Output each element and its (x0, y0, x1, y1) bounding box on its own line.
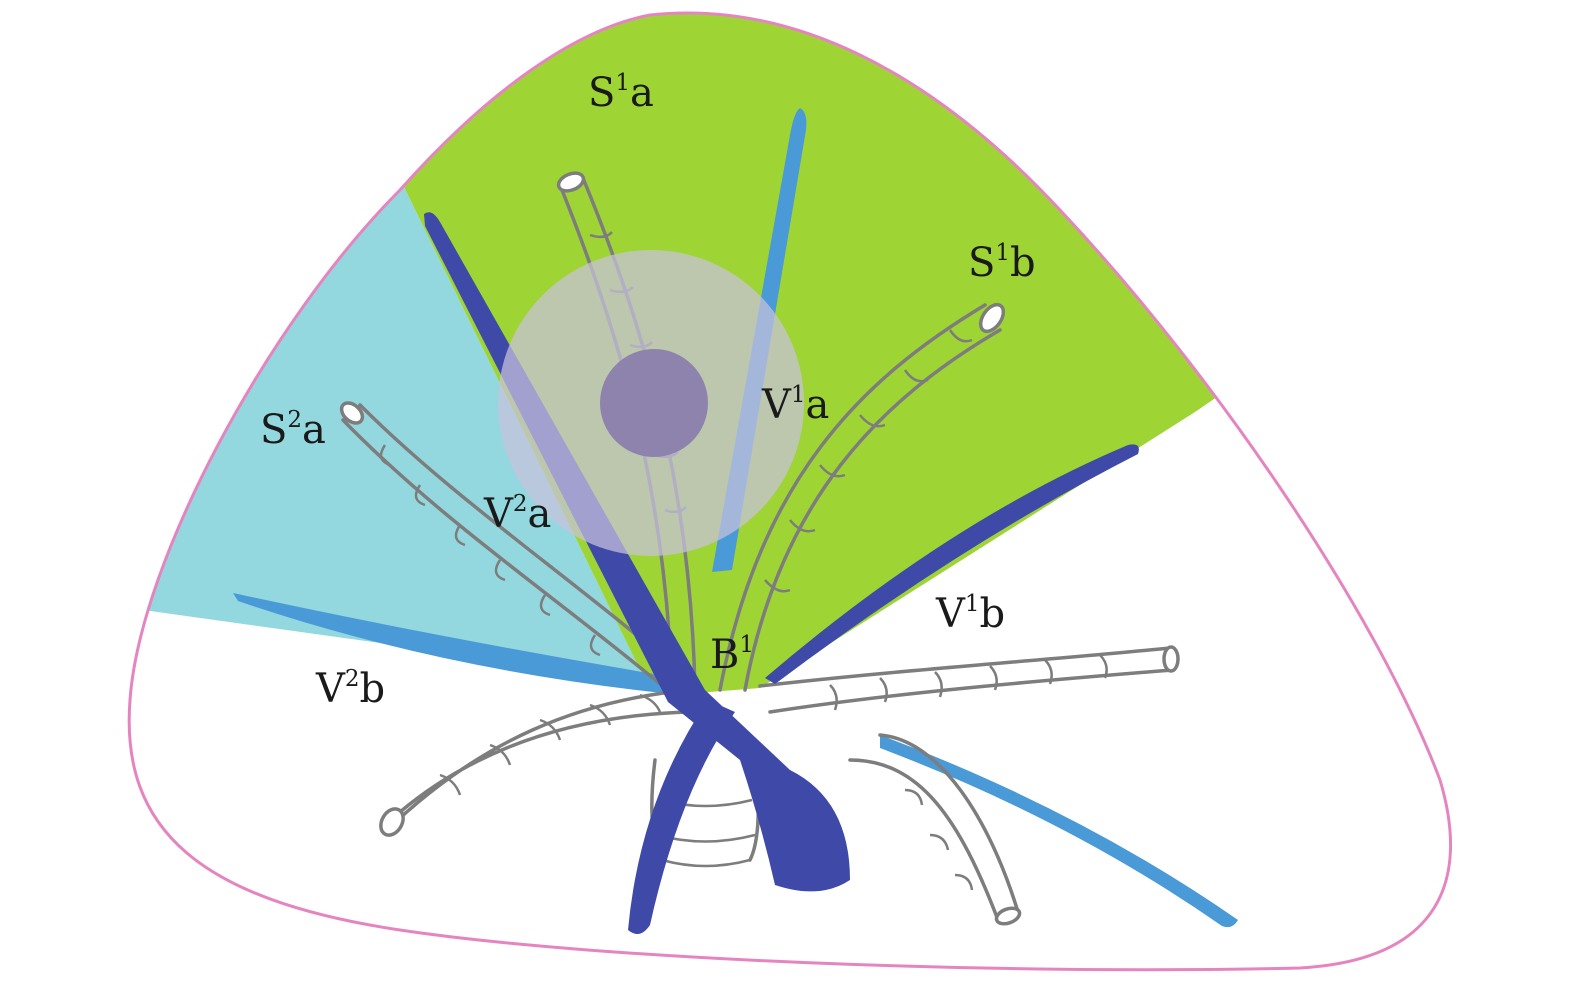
airway-b2b-tube (383, 688, 692, 834)
vein-v1b-dark (765, 444, 1139, 684)
label-v1a: V1a (761, 382, 829, 428)
airway-tree (339, 171, 1180, 926)
label-s1a: S1a (588, 70, 654, 116)
airway-b3b-tube (848, 733, 1020, 922)
airway-b3-end (1162, 645, 1180, 673)
airway-b1a-end (556, 171, 586, 193)
vein-v2b-light (233, 593, 690, 694)
label-v2b: V2b (315, 666, 385, 712)
vein-central-dark (628, 700, 735, 934)
label-s1b: S1b (968, 240, 1036, 286)
airway-b3-tube (758, 646, 1174, 714)
label-v1b: V1b (935, 591, 1005, 637)
airway-b1b-tube (718, 303, 1002, 692)
lesion-core (600, 349, 708, 457)
label-s2a: S2a (260, 407, 326, 453)
vein-v1b-light (880, 735, 1238, 928)
airway-b1b-end (978, 302, 1006, 334)
label-v2a: V2a (483, 491, 551, 537)
airway-b2b-end (379, 807, 405, 837)
label-b1: B1 (710, 632, 754, 678)
airway-b3b-end (994, 906, 1022, 926)
airway-b2a-end (339, 401, 365, 425)
lobe-outline (127, 11, 1453, 972)
